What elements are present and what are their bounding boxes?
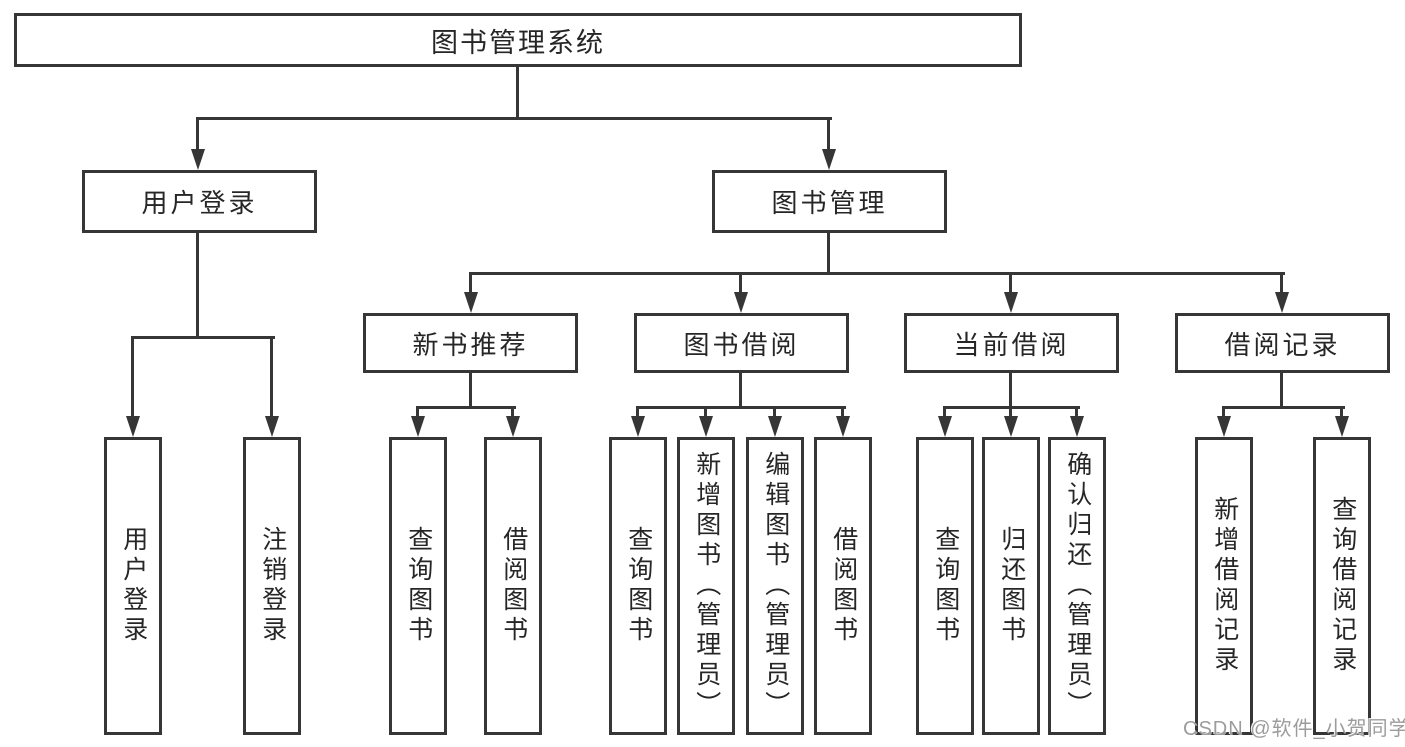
leaf-query-books-recommend: 查询图书 [389,437,447,735]
node-label: 确认归还（管理员） [1063,451,1092,721]
node-label: 查询图书 [404,526,433,646]
arrow-down-icon [1217,416,1231,437]
connector-line [131,336,134,420]
arrow-down-icon [631,416,645,437]
arrow-down-icon [411,416,425,437]
connector-line [773,406,776,418]
node-label: 图书管理系统 [431,27,605,58]
arrow-down-icon [126,416,140,437]
leaf-query-books-borrowing: 查询图书 [609,437,667,735]
arrow-down-icon [1070,416,1084,437]
connector-line [416,406,516,409]
node-label: 用户登录 [119,526,148,646]
node-label: 借阅图书 [829,526,858,646]
leaf-confirm-return-admin: 确认归还（管理员） [1048,437,1106,735]
node-borrowing-records: 借阅记录 [1175,313,1390,373]
connector-line [1009,373,1012,408]
node-current-borrowing: 当前借阅 [904,313,1119,373]
arrow-down-icon [1275,292,1289,313]
node-label: 新增借阅记录 [1210,496,1239,676]
arrow-down-icon [506,416,520,437]
node-user-login: 用户登录 [82,170,317,233]
connector-line [636,406,846,409]
connector-line [1222,406,1225,418]
arrow-down-icon [464,292,478,313]
connector-line [841,406,844,418]
connector-line [196,118,199,152]
leaf-borrow-books-borrowing: 借阅图书 [814,437,872,735]
connector-line [827,118,830,152]
arrow-down-icon [768,416,782,437]
connector-line [511,406,514,418]
node-label: 用户登录 [141,188,258,218]
connector-line [1075,406,1078,418]
connector-line [739,272,742,295]
connector-line [469,272,1285,275]
arrow-down-icon [938,416,952,437]
connector-line [1222,406,1345,409]
connector-line [739,373,742,408]
node-label: 图书借阅 [683,329,800,360]
node-book-management: 图书管理 [712,170,947,233]
connector-line [416,406,419,418]
connector-line [196,117,832,120]
node-label: 查询借阅记录 [1328,496,1357,676]
node-new-book-recommendation: 新书推荐 [363,313,578,373]
connector-line [1009,272,1012,295]
node-label: 当前借阅 [953,329,1070,360]
connector-line [636,406,639,418]
arrow-down-icon [734,292,748,313]
leaf-return-book: 归还图书 [982,437,1040,735]
leaf-borrow-books-recommend: 借阅图书 [484,437,542,735]
connector-line [469,272,472,295]
connector-line [516,66,519,120]
arrow-down-icon [699,416,713,437]
arrow-down-icon [191,149,205,170]
node-label: 注销登录 [258,526,287,646]
leaf-query-books-current: 查询图书 [916,437,974,735]
leaf-add-borrow-record: 新增借阅记录 [1195,437,1253,735]
node-label: 图书管理 [771,188,888,218]
connector-line [1280,373,1283,408]
connector-line [469,373,472,408]
node-library-management-system: 图书管理系统 [14,13,1022,67]
arrow-down-icon [822,149,836,170]
connector-line [1009,406,1012,418]
leaf-add-book-admin: 新增图书（管理员） [677,437,735,735]
node-label: 查询图书 [931,526,960,646]
leaf-logout: 注销登录 [243,437,301,735]
connector-line [1280,272,1283,295]
leaf-edit-book-admin: 编辑图书（管理员） [746,437,804,735]
node-label: 借阅记录 [1224,329,1341,360]
node-label: 新增图书（管理员） [692,451,721,721]
arrow-down-icon [1004,292,1018,313]
leaf-query-borrow-record: 查询借阅记录 [1313,437,1371,735]
node-label: 归还图书 [997,526,1026,646]
node-label: 借阅图书 [499,526,528,646]
connector-line [270,336,273,420]
connector-line [1340,406,1343,418]
connector-line [704,406,707,418]
node-label: 编辑图书（管理员） [761,451,790,721]
connector-line [827,233,830,275]
connector-line [131,336,275,339]
node-label: 查询图书 [624,526,653,646]
csdn-watermark: CSDN @软件_小贺同学 [1183,718,1405,740]
node-book-borrowing: 图书借阅 [634,313,849,373]
arrow-down-icon [1335,416,1349,437]
arrow-down-icon [836,416,850,437]
arrow-down-icon [1004,416,1018,437]
connector-line [943,406,946,418]
leaf-user-login: 用户登录 [104,437,162,735]
connector-line [196,233,199,339]
arrow-down-icon [265,416,279,437]
node-label: 新书推荐 [412,329,529,360]
